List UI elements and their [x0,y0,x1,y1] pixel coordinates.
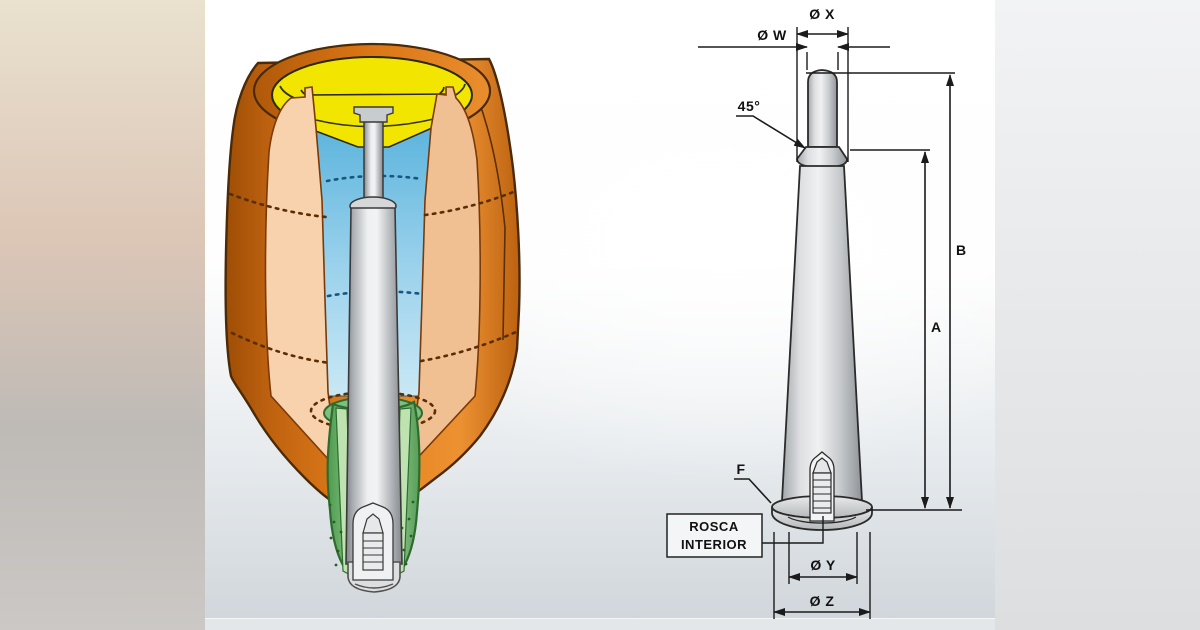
base-flange-inner-arc [787,516,857,524]
thread-note-line2: INTERIOR [681,537,747,552]
hidden-line-sleeve [309,390,437,432]
stopper-rod [345,106,403,593]
dimb-label: B [956,242,967,258]
tapered-body [781,165,863,502]
dimw-label: Ø W [757,27,787,43]
rod-main-shaft [345,207,403,565]
rod-nose-bottom-line [354,583,394,589]
thread-note-line1: ROSCA [689,519,739,534]
dimy-label: Ø Y [810,557,836,573]
hidden-line-mid-back [326,290,425,298]
thread-note-leader [762,516,824,544]
f-label: F [736,461,745,477]
thread-stud-body [812,472,832,514]
illustration-bottom-edge [205,618,995,630]
background-left-gradient [0,0,205,630]
chamfer-label: 45° [738,98,761,114]
thread-stud-body [362,532,384,571]
stopper-dimension-drawing: Ø X Ø W 45° B A F ROSCA INTERIOR Ø Y [666,6,967,619]
rod-upper-shaft [363,117,384,205]
dima-label: A [931,319,942,335]
hidden-line-upper-left [228,192,328,219]
hidden-line-upper-right [423,189,518,217]
cut-face-right [406,86,482,471]
thread-lines [363,540,383,563]
f-leader [734,478,772,504]
dimx-label: Ø X [809,6,835,22]
thread-note-box [666,513,763,558]
hidden-line-mid-left [230,331,332,365]
chamfer-collar [796,146,848,169]
thread-lines [813,479,831,509]
cut-face-left [264,86,340,473]
hidden-line-mid-right [419,330,518,363]
tip-cylinder [807,69,838,148]
dimz-label: Ø Z [810,593,835,609]
chamfer-leader [736,115,806,149]
rod-top-cap [353,106,394,123]
cutaway-nozzle-illustration [224,42,521,593]
